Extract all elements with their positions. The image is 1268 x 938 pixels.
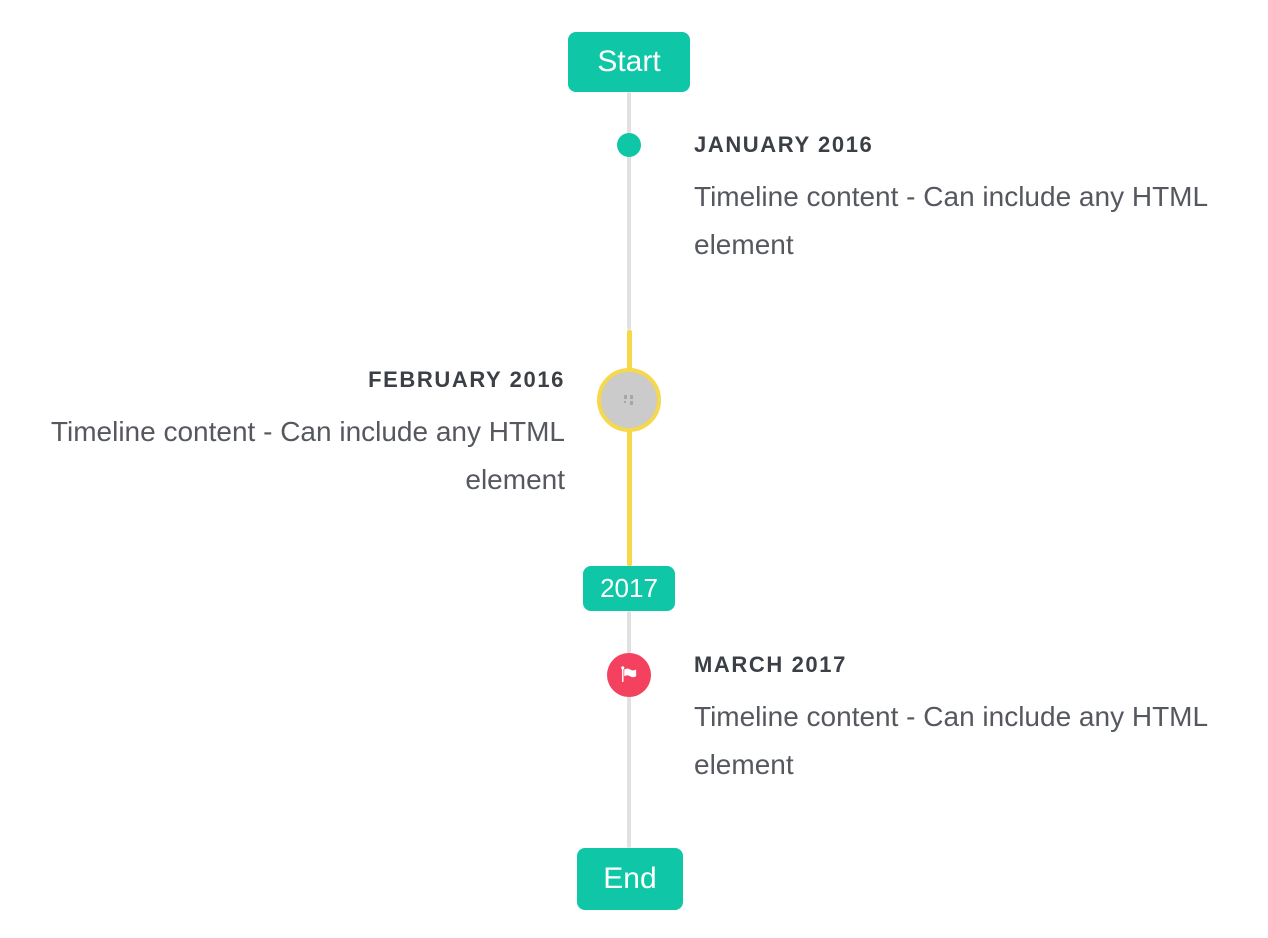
timeline-flag-node-march — [607, 653, 651, 697]
item-date-label: JANUARY 2016 — [694, 132, 874, 157]
timeline-dot-january — [617, 133, 641, 157]
item-content-text: Timeline content - Can include any HTML … — [694, 181, 1208, 260]
timeline-item-february-2016: FEBRUARY 2016 Timeline content - Can inc… — [38, 368, 565, 504]
timeline-line-segment-yellow — [627, 330, 632, 566]
item-content-text: Timeline content - Can include any HTML … — [694, 701, 1208, 780]
item-date-label: MARCH 2017 — [694, 652, 847, 677]
broken-image-icon — [624, 395, 633, 405]
item-date-label: FEBRUARY 2016 — [368, 367, 565, 392]
flag-icon — [621, 666, 637, 683]
timeline-image-node-february — [597, 368, 661, 432]
start-badge[interactable]: Start — [568, 32, 690, 92]
timeline-line-segment-gray-top — [627, 92, 631, 330]
year-2017-badge[interactable]: 2017 — [583, 566, 675, 611]
item-content-text: Timeline content - Can include any HTML … — [50, 416, 565, 495]
end-badge[interactable]: End — [577, 848, 683, 910]
timeline-item-march-2017: MARCH 2017 Timeline content - Can includ… — [694, 653, 1221, 789]
timeline-line-segment-gray-bottom — [627, 611, 631, 848]
timeline-item-january-2016: JANUARY 2016 Timeline content - Can incl… — [694, 133, 1221, 269]
